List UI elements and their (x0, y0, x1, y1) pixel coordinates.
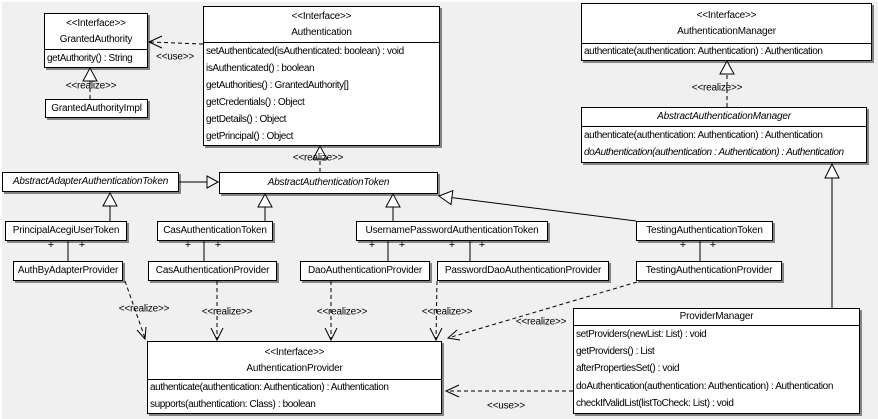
assoc-end-label: + (368, 239, 376, 251)
edge-gen-testing-token (439, 191, 636, 221)
realize-label: <<realize>> (691, 82, 743, 94)
edge-gen-username-token (386, 194, 400, 221)
class-dao-authentication-provider[interactable]: DaoAuthenticationProvider (300, 261, 430, 281)
method: getPrincipal() : Object (206, 130, 293, 142)
stereotype-label: <<Interface>> (291, 11, 352, 22)
method-list: authenticate(authentication: Authenticat… (148, 380, 441, 413)
assoc-end-label: + (709, 239, 717, 251)
class-granted-authority-impl[interactable]: GrantedAuthorityImpl (45, 99, 148, 118)
stereotype-label: <<Interface>> (66, 18, 126, 29)
assoc-end-label: + (679, 239, 687, 251)
method-list: setProviders(newList: List) : void getPr… (574, 326, 859, 413)
realize-label: <<realize>> (65, 80, 117, 92)
edge-gen-adapter-token-to-abstract-token (179, 176, 218, 188)
class-name: AbstractAuthenticationToken (267, 177, 390, 189)
stereotype-label: <<Interface>> (264, 347, 325, 358)
method: getDetails() : Object (206, 113, 286, 125)
method: doAuthentication(authentication : Authen… (584, 147, 844, 159)
method: authenticate(authentication: Authenticat… (150, 382, 389, 394)
method-list: setAuthenticated(isAuthenticated: boolea… (204, 43, 439, 145)
class-name: AuthenticationProvider (246, 362, 343, 374)
class-name: CasAuthenticationToken (163, 225, 267, 237)
class-authentication-provider[interactable]: <<Interface>> AuthenticationProvider aut… (147, 341, 442, 414)
use-label: <<use>> (155, 51, 195, 63)
method: supports(authentication: Class) : boolea… (150, 398, 316, 410)
class-granted-authority[interactable]: <<Interface>> GrantedAuthority getAuthor… (44, 13, 148, 68)
assoc-end-label: + (398, 239, 406, 251)
class-name: ProviderManager (679, 311, 754, 323)
class-header: <<Interface>> Authentication (204, 7, 439, 43)
class-testing-authentication-provider[interactable]: TestingAuthenticationProvider (636, 261, 782, 281)
assoc-end-label: + (478, 239, 486, 251)
class-header: AbstractAuthenticationManager (582, 108, 866, 127)
class-name: Authentication (291, 26, 352, 38)
class-header: ProviderManager (574, 309, 859, 326)
assoc-end-label: + (448, 239, 456, 251)
method: getAuthority() : String (47, 52, 133, 64)
method-list: getAuthority() : String (45, 50, 147, 67)
class-username-password-authentication-token[interactable]: UsernamePasswordAuthenticationToken (356, 221, 548, 241)
class-authentication[interactable]: <<Interface>> Authentication setAuthenti… (203, 6, 440, 146)
class-auth-by-adapter-provider[interactable]: AuthByAdapterProvider (13, 261, 123, 281)
method: checkIfValidList(listToCheck: List) : vo… (576, 398, 734, 410)
method-list: authenticate(authentication: Authenticat… (582, 127, 866, 162)
class-password-dao-authentication-provider[interactable]: PasswordDaoAuthenticationProvider (437, 261, 609, 281)
class-name: GrantedAuthority (59, 33, 133, 45)
method-list: authenticate(authentication: Authenticat… (582, 44, 871, 60)
class-name: TestingAuthenticationProvider (645, 265, 773, 277)
stereotype-label: <<Interface>> (696, 10, 757, 21)
class-cas-authentication-provider[interactable]: CasAuthenticationProvider (148, 261, 277, 281)
method: getProviders() : List (576, 346, 655, 358)
assoc-end-label: + (47, 239, 55, 251)
assoc-end-label: + (184, 239, 192, 251)
realize-label: <<realize>> (201, 306, 253, 318)
assoc-end-label: + (78, 239, 86, 251)
class-abstract-authentication-token[interactable]: AbstractAuthenticationToken (219, 172, 438, 194)
class-header: <<Interface>> GrantedAuthority (45, 14, 147, 50)
method: afterPropertiesSet() : void (576, 363, 680, 375)
edge-use-provider-manager-to-authentication-provider (446, 385, 573, 397)
class-principal-acegi-user-token[interactable]: PrincipalAcegiUserToken (5, 221, 127, 241)
class-name: CasAuthenticationProvider (155, 265, 270, 277)
class-name: AbstractAdapterAuthenticationToken (12, 176, 169, 188)
class-name: TestingAuthenticationToken (646, 225, 763, 237)
class-testing-authentication-token[interactable]: TestingAuthenticationToken (636, 221, 773, 241)
class-header: <<Interface>> AuthenticationManager (582, 4, 871, 44)
assoc-end-label: + (214, 239, 222, 251)
edge-use-authentication-to-granted-authority (149, 36, 203, 48)
edge-gen-principal-token (103, 193, 117, 221)
method: authenticate(authentication: Authenticat… (584, 46, 823, 57)
class-name: PasswordDaoAuthenticationProvider (444, 265, 602, 277)
realize-label: <<realize>> (316, 306, 368, 318)
class-name: AuthenticationManager (677, 25, 776, 37)
class-header: <<Interface>> AuthenticationProvider (148, 342, 441, 380)
edge-assoc-token-provider (68, 240, 700, 261)
realize-label: <<realize>> (421, 306, 473, 318)
use-label: <<use>> (486, 400, 526, 412)
class-authentication-manager[interactable]: <<Interface>> AuthenticationManager auth… (581, 3, 872, 61)
class-abstract-authentication-manager[interactable]: AbstractAuthenticationManager authentica… (581, 107, 867, 163)
realize-label: <<realize>> (515, 316, 567, 328)
class-name: GrantedAuthorityImpl (51, 102, 142, 114)
method: isAuthenticated() : boolean (206, 62, 315, 74)
method: getCredentials() : Object (206, 96, 305, 108)
class-name: UsernamePasswordAuthenticationToken (365, 225, 539, 237)
class-cas-authentication-token[interactable]: CasAuthenticationToken (157, 221, 273, 241)
class-provider-manager[interactable]: ProviderManager setProviders(newList: Li… (573, 308, 860, 414)
edge-gen-cas-token (258, 194, 272, 221)
realize-label: <<realize>> (118, 303, 170, 315)
class-abstract-adapter-authentication-token[interactable]: AbstractAdapterAuthenticationToken (2, 172, 179, 192)
class-name: AuthByAdapterProvider (17, 265, 119, 277)
method: authenticate(authentication: Authenticat… (584, 129, 823, 141)
class-name: PrincipalAcegiUserToken (12, 225, 120, 237)
method: doAuthentication(authentication: Authent… (576, 380, 833, 392)
realize-label: <<realize>> (292, 152, 344, 164)
class-name: AbstractAuthenticationManager (657, 111, 791, 123)
class-name: DaoAuthenticationProvider (308, 265, 422, 277)
edge-gen-provider-manager (825, 164, 839, 308)
method: getAuthorities() : GrantedAuthority[] (206, 79, 349, 91)
method: setProviders(newList: List) : void (576, 328, 707, 340)
method: setAuthenticated(isAuthenticated: boolea… (206, 45, 404, 57)
